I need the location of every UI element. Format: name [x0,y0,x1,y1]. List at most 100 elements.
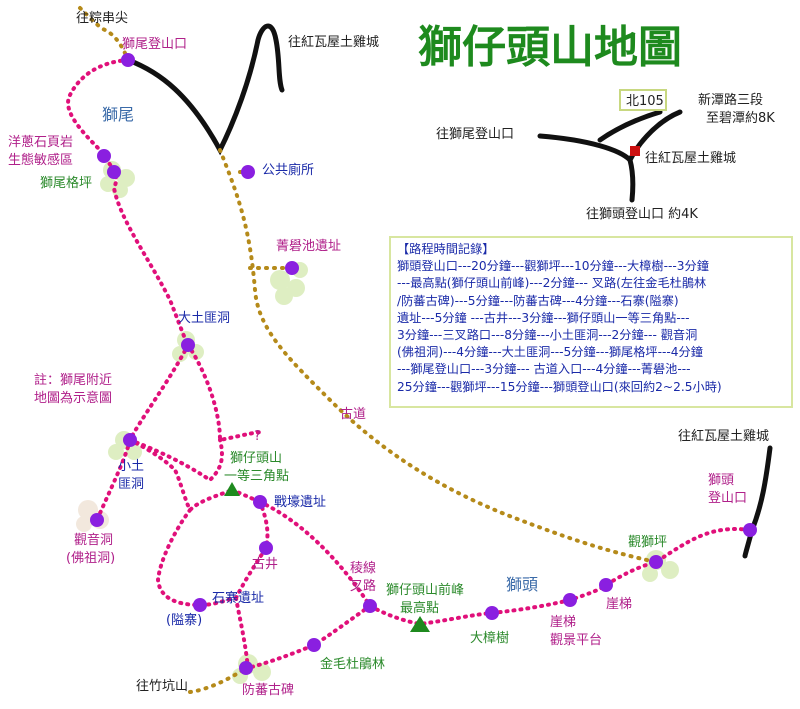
label-fangfan: 防蕃古碑 [242,682,294,698]
label-jingchi: 菁礐池遺址 [276,238,341,254]
inset-road-105 [597,109,663,143]
poi-icon [123,433,137,447]
label-datu: 大土匪洞 [178,311,230,326]
label-yati: 崖梯 [606,597,632,612]
poi-icon [285,261,299,275]
map-labels: 往粽串尖 獅尾登山口 往紅瓦屋土雞城 獅尾 洋蔥石頁岩 生態敏感區 獅尾格坪 公… [8,11,769,698]
trail-ridge [258,500,752,627]
poi-icon [307,638,321,652]
label-guanshiping: 觀獅坪 [628,535,667,550]
label-front-peak-1: 獅仔頭山前峰 [386,582,464,598]
trail-datu-south [186,343,264,443]
poi-icon [97,149,111,163]
label-shitou-trailhead-2: 登山口 [708,491,747,506]
label-xiaotu-2: 匪洞 [118,477,144,492]
trail-inner [155,508,238,608]
poi-icon [599,578,613,592]
label-toilet: 公共廁所 [262,162,314,178]
poi-icon [181,338,195,352]
poi-icon [485,606,499,620]
label-shiwei-trailhead: 獅尾登山口 [122,37,187,52]
poi-icon [363,599,377,613]
label-yangcong-2: 生態敏感區 [8,152,73,168]
poi-icon [649,555,663,569]
inset-xintan-2: 至碧潭約8K [706,111,775,126]
red-square-icon [630,146,640,156]
label-dazhang: 大樟樹 [470,631,509,646]
label-gujing: 古井 [252,557,278,572]
poi-icon [563,593,577,607]
tree-cluster-icon [108,431,142,460]
label-shizhai-1: 石寨遺址 [212,590,264,606]
peak-markers [224,482,430,632]
time-record-line: 獅頭登山口---20分鐘---觀獅坪---10分鐘---大樟樹---3分鐘 [397,259,709,274]
trail-shiwei-loop [66,58,190,347]
label-note-2: 地圖為示意圖 [34,390,112,406]
label-lingxian-1: 稜線 [350,560,376,576]
poi-icon [121,53,135,67]
label-jinmao: 金毛杜鵑林 [320,656,385,672]
green-triangle-icon [224,482,240,496]
trail-xiaotu-loop [128,438,234,514]
label-guanyin-2: (佛祖洞) [66,551,115,566]
label-shiwei: 獅尾 [102,105,134,124]
label-shiwei-gaping: 獅尾格坪 [40,175,92,191]
trail-xiaotu-alt [128,438,224,483]
tree-cluster-icon [270,262,308,305]
label-hongwa-top: 往紅瓦屋土雞城 [288,35,379,50]
poi-icon [259,541,273,555]
inset-hongwa: 往紅瓦屋土雞城 [645,151,736,166]
trail-main-west [95,343,190,522]
road-badge-box [619,89,667,111]
time-record-header: 【路程時間記錄】 [397,242,495,256]
inset-to-shiwei: 往獅尾登山口 [436,127,514,142]
label-shizhai-2: (隘寨) [166,612,202,628]
inset-road-branch [627,157,636,203]
label-gudao: 古道 [340,407,366,422]
poi-markers [90,53,757,675]
time-record-line: 遺址---5分鐘 ---古井---3分鐘---獅仔頭山一等三角點--- [397,310,690,325]
label-hongwa-right: 往紅瓦屋土雞城 [678,429,769,444]
label-lingxian-2: 叉路 [350,578,376,594]
inset-xintan-1: 新潭路三段 [698,92,763,108]
map-title: 獅仔頭山地圖 [418,22,682,73]
poi-icon [90,513,104,527]
inset-to-shitou: 往獅頭登山口 約4K [586,207,698,222]
old-road-top [78,6,130,62]
label-yangcong-1: 洋蔥石頁岩 [8,135,73,150]
label-zhanhao: 戰壕遺址 [274,494,326,510]
trail-shizhai [234,596,250,670]
label-triangle-2: 一等三角點 [224,468,289,484]
road-right [742,445,773,559]
poi-icon [107,165,121,179]
poi-icon [193,598,207,612]
time-record-line: ---獅尾登山口---3分鐘--- 古道入口---4分鐘---菁礐池--- [397,362,691,377]
poi-icon [241,165,255,179]
time-record-panel: 【路程時間記錄】 獅頭登山口---20分鐘---觀獅坪---10分鐘---大樟樹… [389,236,793,408]
old-road-main [218,148,658,564]
label-shitou-trailhead-1: 獅頭 [708,473,734,488]
label-xiaotu-1: 小土 [118,459,144,474]
time-record-line: (佛祖洞)---4分鐘---大土匪洞---5分鐘---獅尾格坪---4分鐘 [397,345,703,360]
green-triangle-icon [410,616,430,632]
label-guanyin-1: 觀音洞 [74,532,113,548]
poi-icon [743,523,757,537]
time-record-line: 25分鐘---觀獅坪---15分鐘---獅頭登山口(來回約2~2.5小時) [397,379,722,394]
road-badge: 北105 [626,94,664,109]
road-shiwei [125,23,285,156]
inset-labels: 北105 新潭路三段 至碧潭約8K 往獅尾登山口 往紅瓦屋土雞城 往獅頭登山口 … [436,92,775,222]
label-lookout-1: 崖梯 [550,615,576,630]
poi-icon [253,495,267,509]
time-record-line: /防蕃古碑)---5分鐘---防蕃古碑---4分鐘---石寨(隘寨) [397,293,679,308]
label-note-1: 註：獅尾附近 [34,373,112,388]
time-record-line: ---最高點(獅仔頭山前峰)---2分鐘--- 叉路(左往金毛杜鵑林 [397,276,707,291]
label-shitou: 獅頭 [506,575,538,594]
label-front-peak-2: 最高點 [400,600,439,616]
label-zongchuan: 往粽串尖 [76,11,128,26]
time-record-line: 3分鐘---三叉路口---8分鐘---小土匪洞---2分鐘--- 觀音洞 [397,328,698,343]
label-question: ? [254,429,261,444]
label-zhukeng: 往竹坑山 [136,679,188,694]
poi-icon [239,661,253,675]
label-triangle-1: 獅仔頭山 [230,451,282,466]
